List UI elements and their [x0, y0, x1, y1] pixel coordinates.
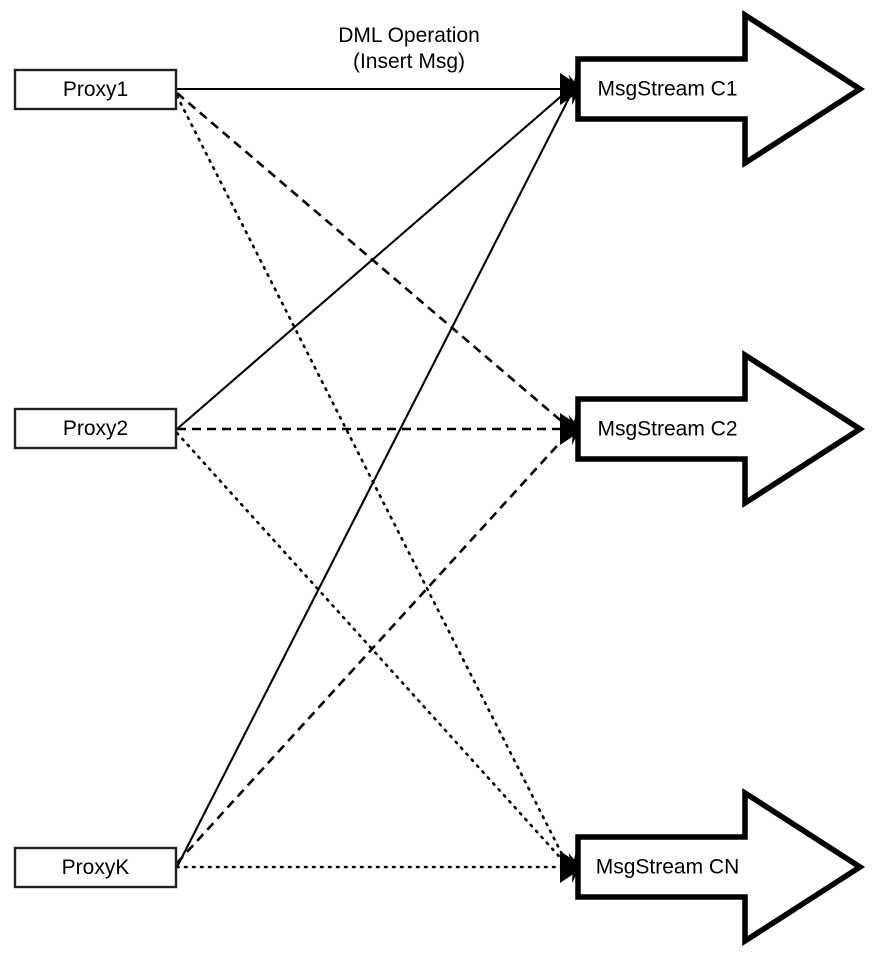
edge-proxyk-c2 — [176, 435, 567, 864]
proxy-box-proxy2 — [13, 407, 178, 450]
arrowheads-layer — [560, 72, 590, 884]
edge-caption: DML Operation (Insert Msg) — [338, 24, 480, 73]
proxy-node-proxyk[interactable]: ProxyK — [13, 846, 178, 889]
stream-arrow-shape-c2 — [575, 349, 866, 509]
stream-node-c1[interactable]: MsgStream C1 — [575, 9, 866, 169]
proxy-label-proxy2: Proxy2 — [63, 417, 128, 440]
proxy-box-proxyk — [13, 846, 178, 889]
proxy-node-proxy1[interactable]: Proxy1 — [13, 68, 178, 111]
proxy-label-proxy1: Proxy1 — [63, 78, 128, 101]
proxy-node-proxy2[interactable]: Proxy2 — [13, 407, 178, 450]
stream-node-c2[interactable]: MsgStream C2 — [575, 349, 866, 509]
proxy-label-proxyk: ProxyK — [62, 856, 130, 879]
stream-node-cn[interactable]: MsgStream CN — [575, 787, 866, 947]
edge-caption-line-1: DML Operation — [338, 24, 480, 47]
stream-label-c2: MsgStream C2 — [597, 418, 737, 441]
edge-proxy1-c2 — [176, 92, 567, 426]
proxy-box-proxy1 — [13, 68, 178, 111]
stream-label-cn: MsgStream CN — [596, 856, 740, 879]
edges-layer — [175, 87, 571, 869]
edge-caption-line-2: (Insert Msg) — [353, 50, 465, 73]
edge-proxy1-cn — [175, 94, 568, 864]
stream-arrow-shape-c1 — [575, 9, 866, 169]
stream-arrow-shape-cn — [575, 787, 866, 947]
streams-layer: MsgStream C1 MsgStream C2 MsgStream CN — [575, 9, 866, 947]
stream-label-c1: MsgStream C1 — [597, 78, 737, 101]
edge-proxy2-cn — [175, 431, 568, 866]
